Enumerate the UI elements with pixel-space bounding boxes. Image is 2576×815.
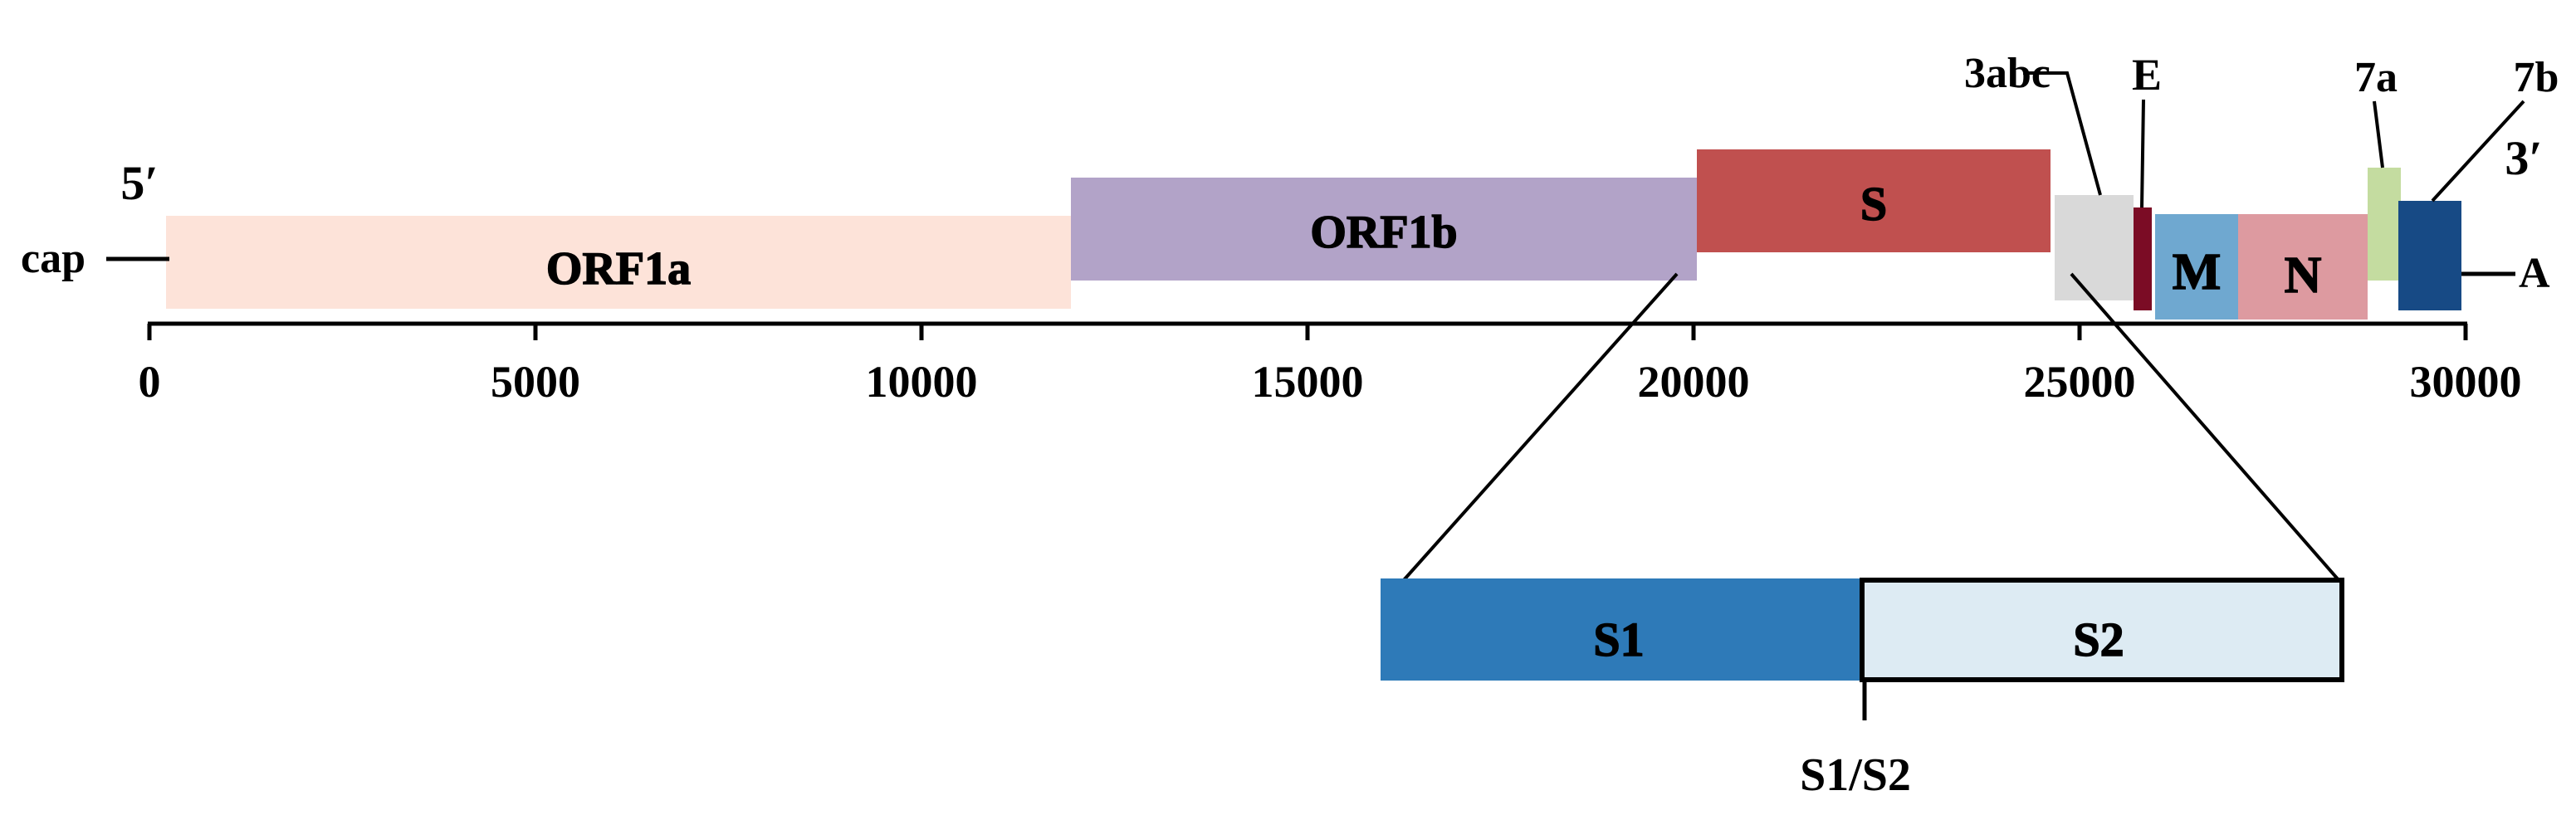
axis-tick-label: 25000 xyxy=(2024,357,2136,407)
s-gene-box xyxy=(1697,149,2051,252)
axis-tick-label: 10000 xyxy=(866,357,978,407)
orf7a-label: 7a xyxy=(2354,54,2398,101)
three-prime-label: 3′ xyxy=(2505,131,2542,185)
spike-protein-domains: S1 S2 xyxy=(1381,578,2344,682)
axis-tick-label: 15000 xyxy=(1252,357,1364,407)
cleavage-site-label: S1/S2 xyxy=(1800,749,1911,801)
axis-tick-label: 5000 xyxy=(491,357,580,407)
orf3abc-leader-line xyxy=(2023,71,2102,196)
n-gene-box xyxy=(2238,214,2368,320)
orf1a-label: ORF1a xyxy=(546,243,691,295)
s2-domain-label: S2 xyxy=(2073,612,2124,666)
e-gene-label: E xyxy=(2132,50,2162,100)
axis-tick-label: 20000 xyxy=(1638,357,1750,407)
axis-tick-label: 0 xyxy=(139,357,161,407)
e-gene-leader-line xyxy=(2140,99,2145,208)
s1-domain-box xyxy=(1381,578,1862,681)
orf1b-label: ORF1b xyxy=(1310,207,1457,258)
orf7b-box xyxy=(2398,201,2461,310)
cap-label: cap xyxy=(21,235,86,282)
s-gene-label: S xyxy=(1860,177,1887,231)
orf1b-box xyxy=(1071,178,1697,281)
orf1a-box xyxy=(166,216,1071,309)
orf7a-leader-line xyxy=(2373,100,2384,168)
n-gene-label: N xyxy=(2285,247,2322,304)
orf7a-box xyxy=(2368,168,2401,281)
orf3abc-box xyxy=(2055,195,2134,300)
zoom-line-right xyxy=(2070,272,2341,583)
m-gene-label: M xyxy=(2173,244,2222,300)
genome-axis: 0 5000 10000 15000 20000 25000 30000 xyxy=(139,321,2522,407)
poly-a-label: A xyxy=(2519,250,2550,297)
orf7b-label: 7b xyxy=(2514,54,2559,101)
m-gene-box xyxy=(2155,214,2238,320)
s2-domain-box xyxy=(1860,578,2344,682)
e-gene-box xyxy=(2134,207,2152,310)
zoom-line-left xyxy=(1401,272,1679,583)
axis-tick-label: 30000 xyxy=(2410,357,2522,407)
five-prime-label: 5′ xyxy=(120,156,158,210)
genome-track xyxy=(166,149,2461,320)
s1-domain-label: S1 xyxy=(1593,612,1644,666)
orf7b-leader-line xyxy=(2431,100,2525,203)
